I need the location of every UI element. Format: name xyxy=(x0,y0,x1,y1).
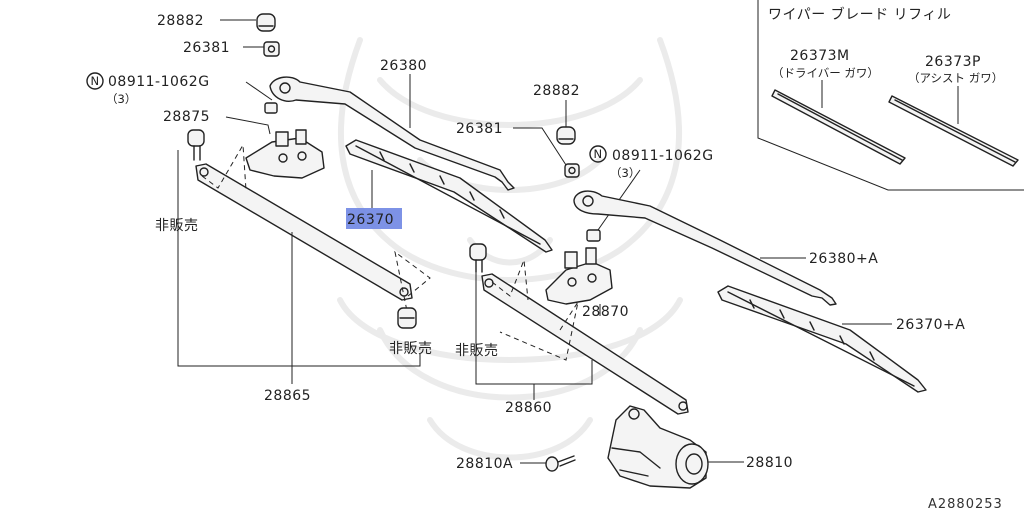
highlight-26370 xyxy=(346,208,402,229)
label-08911-left[interactable]: 08911-1062G xyxy=(108,74,210,90)
label-26381-right[interactable]: 26381 xyxy=(456,121,503,137)
label-28810[interactable]: 28810 xyxy=(746,455,793,471)
nut-26381-left[interactable] xyxy=(263,41,280,57)
label-28882-right[interactable]: 28882 xyxy=(533,83,580,99)
label-08911-left-qty: （3） xyxy=(106,92,136,106)
watermark-emblem xyxy=(337,37,683,461)
label-28865[interactable]: 28865 xyxy=(264,388,311,404)
bolt-symbol-left xyxy=(86,72,104,90)
refill-assist-strip[interactable] xyxy=(888,95,1019,167)
label-not-sold-2: 非販売 xyxy=(389,341,433,357)
label-26373m[interactable]: 26373M xyxy=(790,48,850,64)
label-26373p[interactable]: 26373P xyxy=(925,54,981,70)
screw-28810a[interactable] xyxy=(545,455,576,472)
bolt-symbol-right-text: N xyxy=(594,147,603,161)
grommet-left-bottom[interactable] xyxy=(397,307,417,329)
bolt-left[interactable] xyxy=(264,102,278,114)
cap-28882-right[interactable] xyxy=(556,126,576,145)
label-26380a[interactable]: 26380+A xyxy=(809,251,878,267)
label-26370a[interactable]: 26370+A xyxy=(896,317,965,333)
grommet-right-top[interactable] xyxy=(469,243,487,273)
link-rod-28865[interactable] xyxy=(195,163,413,301)
bolt-right[interactable] xyxy=(586,229,601,242)
cap-28882-left[interactable] xyxy=(256,13,276,32)
pivot-28870[interactable] xyxy=(545,247,613,305)
label-28882-left[interactable]: 28882 xyxy=(157,13,204,29)
label-08911-right-qty: （3） xyxy=(610,166,640,180)
wiper-motor-28810[interactable] xyxy=(607,405,709,489)
label-26373m-side: （ドライバー ガワ） xyxy=(772,66,879,80)
bolt-symbol-right xyxy=(589,145,607,163)
link-rod-28860[interactable] xyxy=(481,273,689,415)
wiper-arm-26380a[interactable] xyxy=(573,190,837,306)
wiper-blade-26370[interactable] xyxy=(345,139,553,253)
label-28875[interactable]: 28875 xyxy=(163,109,210,125)
label-26380[interactable]: 26380 xyxy=(380,58,427,74)
drawing-id: A2880253 xyxy=(928,497,1003,511)
bolt-symbol-left-text: N xyxy=(91,74,100,88)
inset-title: ワイパー ブレード リフィル xyxy=(768,6,951,23)
wiper-blade-26370a[interactable] xyxy=(717,285,927,393)
label-28860[interactable]: 28860 xyxy=(505,400,552,416)
nut-26381-right[interactable] xyxy=(564,163,580,178)
label-not-sold-3: 非販売 xyxy=(455,343,499,359)
label-28810a[interactable]: 28810A xyxy=(456,456,513,472)
label-26381-left[interactable]: 26381 xyxy=(183,40,230,56)
label-08911-right[interactable]: 08911-1062G xyxy=(612,148,714,164)
label-not-sold-1: 非販売 xyxy=(155,218,199,234)
inset-box: ワイパー ブレード リフィル 26373M （ドライバー ガワ） 26373P … xyxy=(757,0,1024,191)
grommet-left-top[interactable] xyxy=(187,129,205,161)
refill-driver-strip[interactable] xyxy=(771,89,906,165)
label-26373p-side: （アシスト ガワ） xyxy=(908,71,1003,85)
label-26370[interactable]: 26370 xyxy=(347,212,394,228)
pivot-28875[interactable] xyxy=(245,129,325,179)
label-28870[interactable]: 28870 xyxy=(582,304,629,320)
wiper-arm-26380[interactable] xyxy=(269,76,515,191)
